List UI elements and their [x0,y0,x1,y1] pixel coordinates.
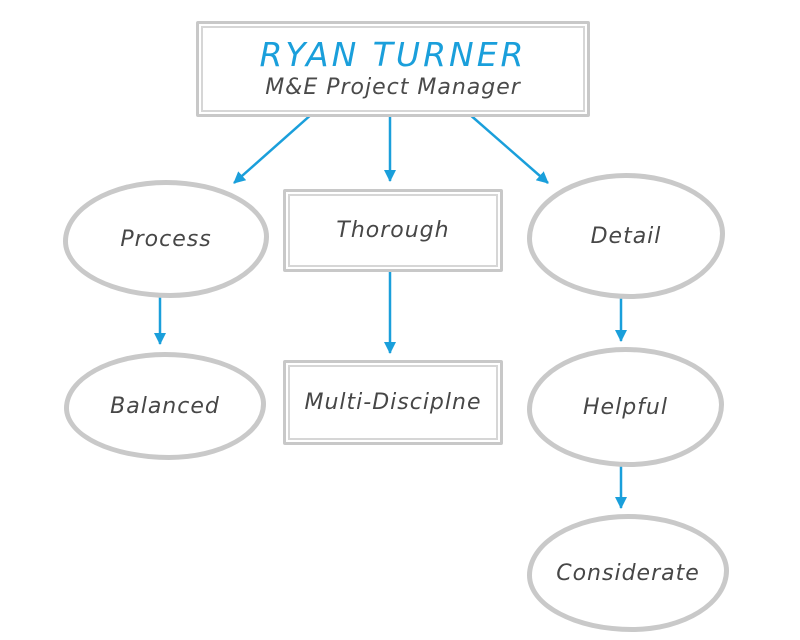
node-balanced: Balanced [64,352,266,460]
edge-root-detail [467,112,549,184]
node-label: Balanced [110,393,220,419]
node-helpful: Helpful [527,347,724,467]
node-detail: Detail [527,173,725,299]
node-label: Helpful [583,394,668,420]
node-considerate: Considerate [527,514,729,632]
person-role: M&E Project Manager [265,75,521,101]
person-name: RYAN TURNER [259,34,527,74]
node-label: Thorough [336,218,450,243]
node-label: Detail [590,223,662,249]
node-thorough: Thorough [283,189,503,272]
node-label: Considerate [556,560,700,586]
edge-root-process [233,112,314,184]
node-multi-disciplne: Multi-Disciplne [283,360,503,445]
node-process: Process [63,180,269,298]
root-node-ryan-turner: RYAN TURNER M&E Project Manager [196,21,590,117]
node-label: Multi-Disciplne [304,390,482,415]
node-label: Process [120,226,212,252]
